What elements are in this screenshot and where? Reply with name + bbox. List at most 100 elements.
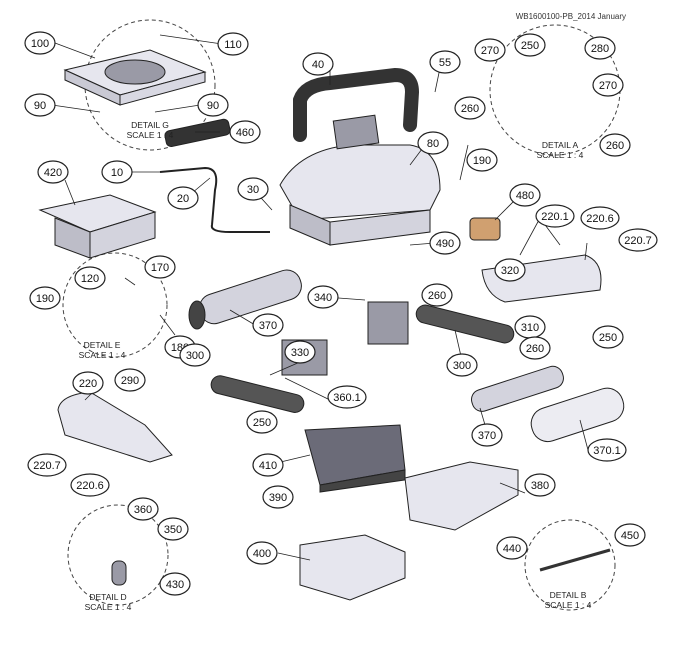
callout-410: 410: [252, 453, 284, 477]
callout-bubble: [157, 517, 189, 541]
detail-scale: SCALE 1 : 4: [545, 600, 592, 610]
callout-bubble: [580, 206, 620, 230]
callout-bubble: [246, 410, 278, 434]
callout-bubble: [302, 52, 334, 76]
detail-title: DETAIL D: [89, 592, 126, 602]
callout-bubble: [37, 160, 69, 184]
callout-bubble: [70, 473, 110, 497]
callout-bubble: [167, 186, 199, 210]
callout-270: 270: [474, 38, 506, 62]
callout-bubble: [587, 438, 627, 462]
filter-top-detail: [332, 114, 380, 150]
callout-190: 190: [29, 286, 61, 310]
callout-280: 280: [584, 36, 616, 60]
callout-100: 100: [24, 31, 56, 55]
callout-bubble: [27, 453, 67, 477]
callout-400: 400: [246, 541, 278, 565]
callout-220-6: 220.6: [70, 473, 110, 497]
callout-220: 220: [72, 371, 104, 395]
callout-number: 450: [621, 530, 639, 542]
callout-number: 370: [259, 320, 277, 332]
callout-bubble: [127, 497, 159, 521]
callout-260: 260: [519, 336, 551, 360]
callout-bubble: [237, 177, 269, 201]
callout-bubble: [446, 353, 478, 377]
callout-430: 430: [159, 572, 191, 596]
callout-390: 390: [262, 485, 294, 509]
detail-title: DETAIL G: [131, 120, 169, 130]
callout-number: 220.1: [541, 211, 569, 223]
callout-number: 220.7: [624, 235, 652, 247]
bottom-frame-part: [299, 534, 406, 601]
callout-250: 250: [592, 325, 624, 349]
callout-110: 110: [217, 32, 249, 56]
callout-10: 10: [101, 160, 133, 184]
brush-part-left: [188, 269, 302, 330]
callout-290: 290: [114, 368, 146, 392]
callout-bubble: [197, 93, 229, 117]
callout-number: 10: [111, 167, 123, 179]
callout-bubble: [429, 50, 461, 74]
handle-part: [293, 67, 420, 142]
callout-120: 120: [74, 266, 106, 290]
callout-number: 260: [461, 103, 479, 115]
callout-260: 260: [454, 96, 486, 120]
callout-bubble: [144, 255, 176, 279]
callout-bubble: [74, 266, 106, 290]
callout-170: 170: [144, 255, 176, 279]
callout-number: 280: [591, 43, 609, 55]
callout-number: 250: [253, 417, 271, 429]
callout-220-1: 220.1: [535, 204, 575, 228]
callout-number: 90: [34, 100, 46, 112]
callout-number: 480: [516, 190, 534, 202]
callout-number: 490: [436, 238, 454, 250]
callout-bubble: [592, 73, 624, 97]
callout-bubble: [519, 336, 551, 360]
power-supply-part: [164, 118, 231, 148]
callout-number: 390: [269, 492, 287, 504]
callout-460: 460: [229, 120, 261, 144]
callout-90: 90: [197, 93, 229, 117]
callout-number: 360.1: [333, 392, 361, 404]
track-part-left: [210, 375, 305, 413]
callout-250: 250: [246, 410, 278, 434]
detail-title: DETAIL A: [542, 140, 579, 150]
callout-bubble: [599, 133, 631, 157]
callout-330: 330: [284, 340, 316, 364]
detail-title: DETAIL B: [550, 590, 587, 600]
callout-490: 490: [429, 231, 461, 255]
callout-bubble: [101, 160, 133, 184]
callout-bubble: [466, 148, 498, 172]
detail-d-circle: [67, 504, 169, 606]
detail-scale: SCALE 1 : 4: [537, 150, 584, 160]
callout-300: 300: [446, 353, 478, 377]
callout-bubble: [496, 536, 528, 560]
callout-number: 340: [314, 292, 332, 304]
detail-scale: SCALE 1 : 4: [127, 130, 174, 140]
callout-number: 120: [81, 273, 99, 285]
callout-bubble: [592, 325, 624, 349]
filter-frame-part: [404, 461, 519, 531]
callout-bubble: [417, 131, 449, 155]
callout-bubble: [284, 340, 316, 364]
callout-number: 270: [481, 45, 499, 57]
callout-number: 250: [521, 40, 539, 52]
callout-number: 30: [247, 184, 259, 196]
callout-number: 330: [291, 347, 309, 359]
callout-370: 370: [252, 313, 284, 337]
callout-bubble: [524, 473, 556, 497]
axle-part: [539, 548, 611, 572]
power-unit-part: [38, 194, 157, 259]
callout-bubble: [454, 96, 486, 120]
detail-scale: SCALE 1 : 4: [85, 602, 132, 612]
callout-bubble: [159, 572, 191, 596]
callout-number: 20: [177, 193, 189, 205]
callout-360: 360: [127, 497, 159, 521]
callout-bubble: [307, 285, 339, 309]
detail-scale: SCALE 1 : 4: [79, 350, 126, 360]
callout-bubble: [262, 485, 294, 509]
callout-number: 320: [501, 265, 519, 277]
callout-80: 80: [417, 131, 449, 155]
